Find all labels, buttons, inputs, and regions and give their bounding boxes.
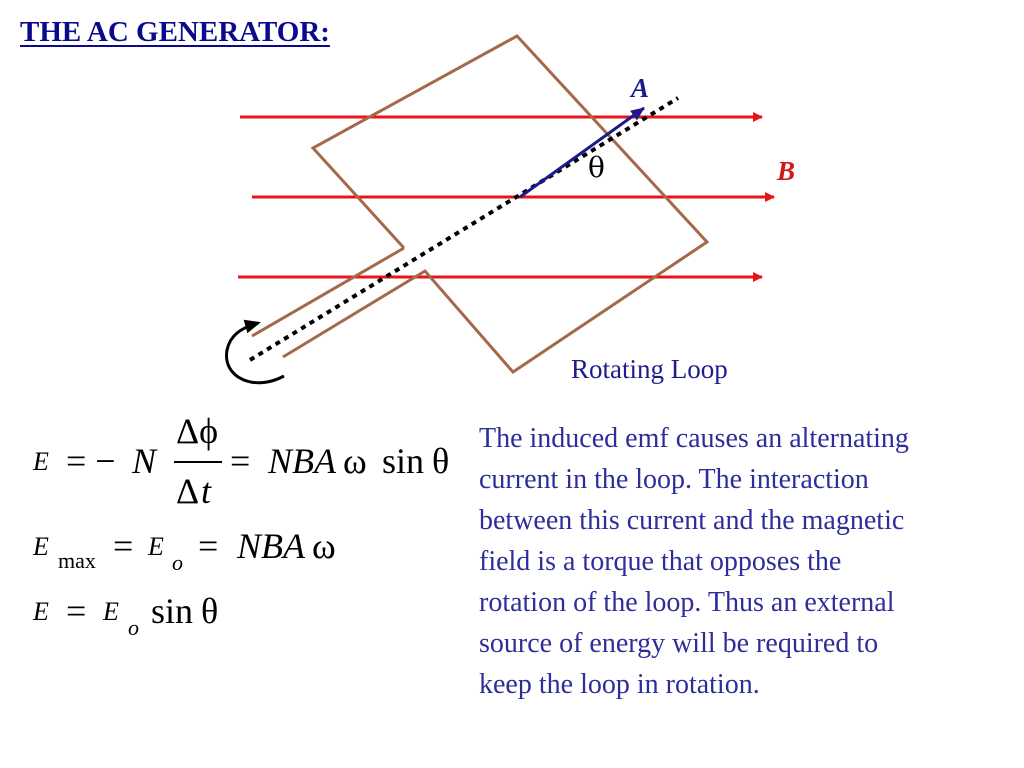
- area-vector-label: A: [629, 73, 649, 103]
- theta-symbol: θ: [201, 591, 219, 631]
- omega-symbol: ω: [312, 526, 336, 566]
- equals-sign-2: =: [198, 526, 219, 566]
- description-line: current in the loop. The interaction: [479, 464, 869, 495]
- loop-lead: [251, 246, 405, 338]
- instantaneous-emf-equation: E = E o sin θ: [0, 0, 240, 640]
- magnetic-field-label: B: [776, 156, 795, 186]
- o-subscript: o: [128, 615, 139, 640]
- turns-N: N: [132, 441, 157, 481]
- description-line: source of energy will be required to: [479, 628, 879, 659]
- equals-sign: =: [113, 526, 134, 566]
- nba-product: NBA: [268, 441, 336, 481]
- rotation-arrow: [225, 319, 285, 385]
- description-line: keep the loop in rotation.: [479, 669, 760, 700]
- fraction-denominator-delta: Δ: [176, 471, 200, 511]
- description-line: between this current and the magnetic: [479, 505, 905, 536]
- description-text: The induced emf causes an alternating cu…: [479, 418, 1009, 705]
- angle-theta-label: θ: [588, 151, 605, 184]
- nba-product: NBA: [237, 526, 305, 566]
- area-vector-arrow: [519, 106, 645, 199]
- faraday-emf-equation: E = − N Δϕ Δ t = NBA ω sin θ: [0, 0, 470, 520]
- fraction-bar: [174, 461, 222, 463]
- emf-peak-symbol: E: [103, 597, 119, 626]
- description-line: field is a torque that opposes the: [479, 546, 842, 577]
- sin-function: sin: [151, 591, 194, 631]
- max-subscript: max: [58, 548, 96, 573]
- equals-minus: = −: [66, 441, 116, 481]
- omega-symbol: ω: [343, 441, 367, 481]
- emf-symbol: E: [33, 447, 49, 476]
- emf-symbol: E: [33, 597, 49, 626]
- theta-symbol: θ: [432, 441, 450, 481]
- slide-title: THE AC GENERATOR:: [20, 16, 330, 48]
- equals-sign: =: [66, 591, 87, 631]
- description-line: The induced emf causes an alternating: [479, 423, 909, 454]
- sin-function: sin: [382, 441, 425, 481]
- rotating-loop: [282, 34, 710, 374]
- emf-peak-symbol: E: [148, 532, 164, 561]
- description-line: rotation of the loop. Thus an external: [479, 587, 895, 618]
- max-emf-equation: E max = E o = NBA ω: [0, 0, 360, 600]
- o-subscript: o: [172, 550, 183, 575]
- equals-sign: =: [230, 441, 251, 481]
- fraction-denominator-t: t: [201, 471, 212, 511]
- emf-symbol: E: [33, 532, 49, 561]
- rotation-axis: [248, 96, 680, 362]
- rotating-loop-caption: Rotating Loop: [571, 354, 728, 384]
- fraction-numerator: Δϕ: [176, 411, 219, 451]
